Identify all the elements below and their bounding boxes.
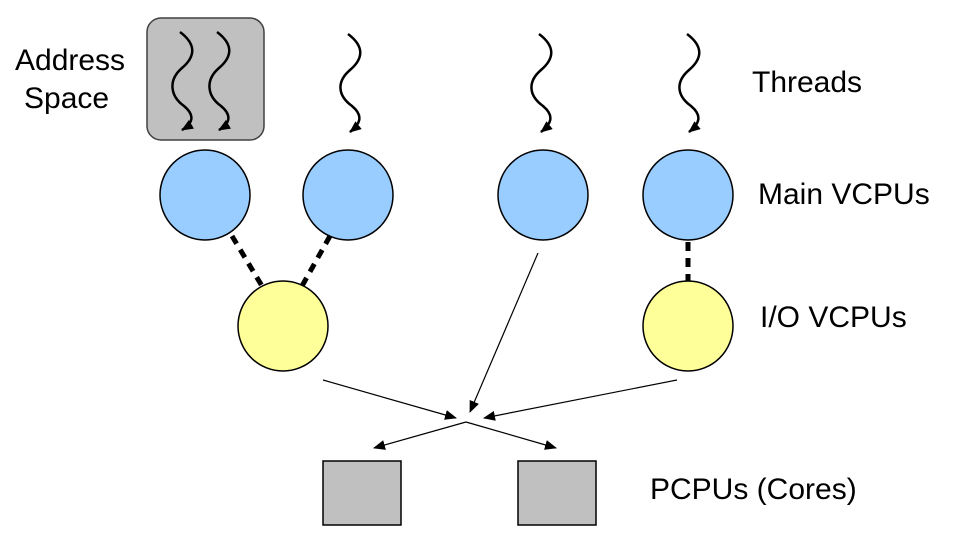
threads-label: Threads: [752, 66, 863, 99]
main-io-link-2: [299, 234, 333, 288]
thread-4: [530, 33, 553, 133]
main-vcpu-2: [302, 149, 394, 241]
pcpus-label: PCPUs (Cores): [650, 473, 857, 506]
sched-arrow-main3: [469, 252, 539, 413]
sched-arrow-io2: [483, 379, 678, 421]
main-io-link-1: [229, 234, 265, 288]
thread-1: [171, 31, 195, 132]
sched-arrow-io1: [322, 379, 457, 420]
pcpu-2: [517, 460, 597, 526]
io-vcpus-label: I/O VCPUs: [760, 301, 907, 334]
address-space-label-line2: Space: [24, 82, 110, 115]
main-vcpu-1: [159, 149, 251, 241]
address-space-label-line1: Address: [15, 44, 126, 77]
dispatch-arrow-pcpu2: [465, 421, 557, 450]
thread-2: [208, 31, 232, 132]
io-vcpu-1: [237, 280, 329, 372]
main-vcpu-3: [497, 149, 589, 241]
address-space-box: [146, 17, 265, 141]
main-vcpus-label: Main VCPUs: [758, 178, 930, 211]
thread-5: [678, 33, 701, 133]
thread-3: [339, 33, 362, 133]
pcpu-1: [322, 460, 402, 526]
dispatch-arrow-pcpu1: [373, 421, 467, 450]
main-vcpu-4: [642, 149, 734, 241]
io-vcpu-2: [642, 280, 734, 372]
